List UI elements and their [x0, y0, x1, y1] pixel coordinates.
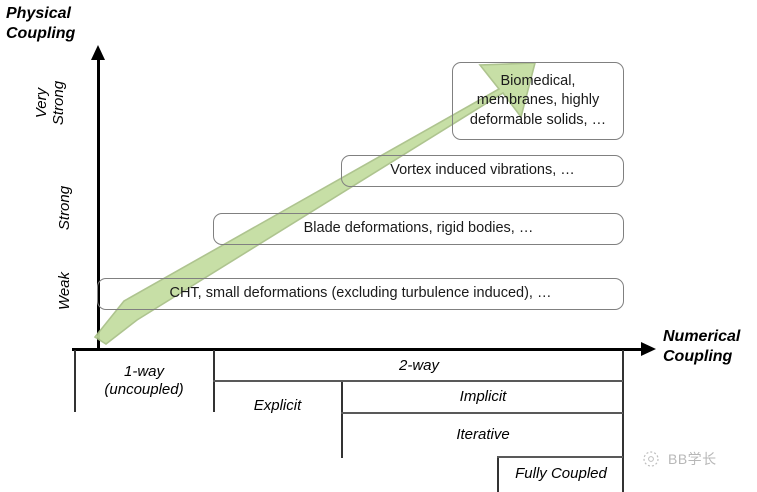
watermark-text: BB学长	[668, 451, 717, 467]
table-cell-1way-line1: 1-way	[123, 363, 164, 380]
table-line-explicit-implicit	[341, 380, 343, 458]
y-axis-title-line2: Coupling	[6, 25, 76, 43]
y-axis-label-very-strong: Very Strong	[33, 58, 68, 148]
table-cell-1way[interactable]: 1-way (uncoupled)	[76, 352, 212, 410]
application-box-biomedical[interactable]: Biomedical, membranes, highly deformable…	[452, 62, 624, 140]
watermark-logo-icon	[643, 451, 659, 467]
table-cell-2way[interactable]: 2-way	[398, 357, 439, 374]
x-axis-line	[72, 348, 646, 351]
y-axis-label-very-strong-line1: Very	[33, 87, 50, 119]
x-axis-title: Numerical Coupling	[663, 327, 740, 368]
watermark: BB学长	[640, 448, 717, 470]
application-box-blade[interactable]: Blade deformations, rigid bodies, …	[213, 213, 624, 245]
table-cell-1way-line2: (uncoupled)	[104, 381, 184, 398]
table-line-2way-bottom	[213, 380, 623, 382]
x-axis-title-line2: Coupling	[663, 348, 733, 366]
table-cell-fully-coupled[interactable]: Fully Coupled	[515, 465, 607, 482]
application-box-vortex[interactable]: Vortex induced vibrations, …	[341, 155, 624, 187]
y-axis-title-line1: Physical	[6, 5, 71, 22]
table-line-iterative-bottom	[497, 456, 623, 458]
y-axis-label-very-strong-line2: Strong	[49, 80, 67, 126]
y-axis-label-weak: Weak	[56, 271, 73, 311]
table-cell-explicit[interactable]: Explicit	[253, 397, 302, 414]
table-line-implicit-bottom	[341, 412, 623, 414]
y-axis-label-strong: Strong	[56, 185, 73, 231]
application-box-cht[interactable]: CHT, small deformations (excluding turbu…	[97, 278, 624, 310]
x-axis-title-line1: Numerical	[663, 328, 741, 345]
table-cell-iterative[interactable]: Iterative	[456, 426, 510, 443]
table-cell-implicit[interactable]: Implicit	[459, 388, 507, 405]
y-axis-arrowhead-icon	[91, 45, 105, 60]
table-line-left-outer	[74, 350, 76, 412]
x-axis-arrowhead-icon	[641, 342, 656, 356]
y-axis-title: Physical Coupling	[6, 4, 75, 45]
table-line-right-outer	[622, 350, 624, 492]
table-line-fully-coupled-left	[497, 456, 499, 492]
